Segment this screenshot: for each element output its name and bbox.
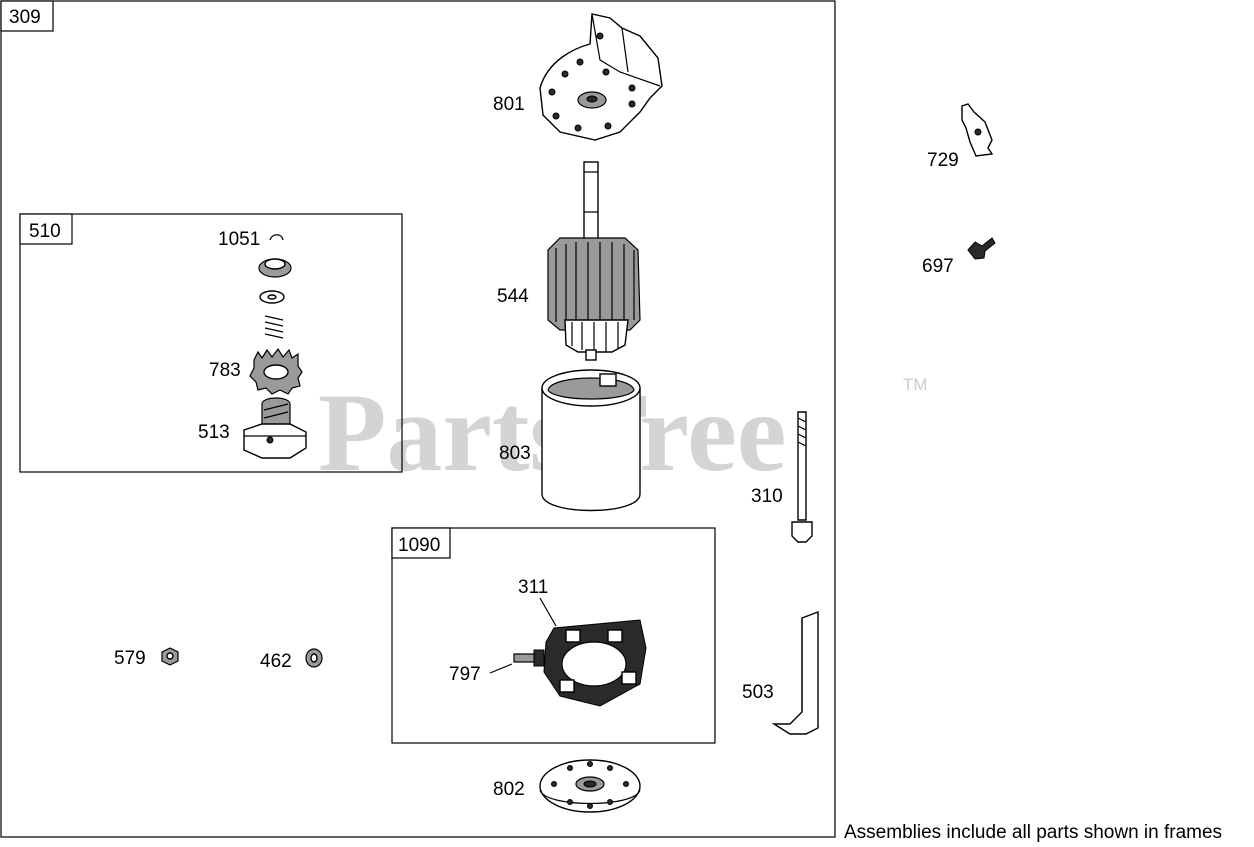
part-801-drawing[interactable] (539, 13, 663, 141)
part-802-drawing[interactable] (539, 759, 641, 813)
main-frame (0, 0, 836, 838)
part-1051-drawing[interactable] (269, 234, 284, 241)
part-801-label[interactable]: 801 (493, 94, 525, 115)
part-544-label[interactable]: 544 (497, 286, 529, 307)
part-retainer-cap (258, 258, 292, 278)
part-797-drawing[interactable] (489, 649, 545, 674)
part-311-drawing[interactable] (539, 597, 647, 707)
sub-frame-1090-number: 1090 (398, 535, 440, 556)
part-311-label[interactable]: 311 (518, 577, 548, 598)
part-579-drawing[interactable] (161, 647, 179, 666)
sub-frame-510-number: 510 (29, 221, 61, 242)
part-1051-label[interactable]: 1051 (218, 229, 260, 250)
sub-frame-1090 (391, 527, 716, 744)
sub-frame-1090-tag (391, 527, 451, 559)
part-washer (259, 290, 285, 304)
part-579-label[interactable]: 579 (114, 648, 146, 669)
part-462-drawing[interactable] (305, 648, 323, 668)
part-513-label[interactable]: 513 (198, 422, 230, 443)
part-729-drawing[interactable] (961, 103, 994, 157)
part-310-drawing[interactable] (791, 411, 813, 543)
part-513-drawing[interactable] (243, 397, 307, 459)
sub-frame-510-tag (19, 213, 73, 245)
part-544-drawing[interactable] (547, 161, 641, 361)
part-503-drawing[interactable] (771, 610, 819, 735)
watermark-trademark: TM (903, 375, 928, 394)
main-frame-tag (0, 0, 54, 32)
footer-note: Assemblies include all parts shown in fr… (844, 822, 1222, 843)
main-frame-number: 309 (9, 7, 41, 28)
sub-frame-510 (19, 213, 403, 473)
part-783-label[interactable]: 783 (209, 360, 241, 381)
part-803-drawing[interactable] (541, 369, 641, 512)
part-310-label[interactable]: 310 (751, 486, 783, 507)
part-503-label[interactable]: 503 (742, 682, 774, 703)
part-783-drawing[interactable] (249, 347, 303, 395)
part-spring (264, 315, 284, 339)
part-462-label[interactable]: 462 (260, 651, 292, 672)
part-697-drawing[interactable] (967, 237, 996, 260)
part-697-label[interactable]: 697 (922, 256, 954, 277)
part-803-label[interactable]: 803 (499, 443, 531, 464)
part-802-label[interactable]: 802 (493, 779, 525, 800)
part-797-label[interactable]: 797 (449, 664, 481, 685)
part-729-label[interactable]: 729 (927, 150, 959, 171)
